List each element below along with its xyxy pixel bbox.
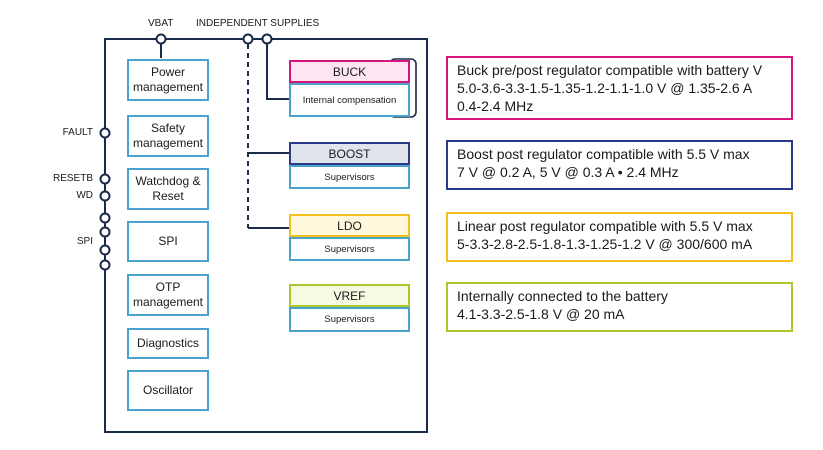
ldo-header: LDO [289,214,410,237]
ldo-desc-line1: Linear post regulator compatible with 5.… [457,218,753,234]
vref-desc-line1: Internally connected to the battery [457,288,668,304]
wd-terminal [99,190,111,202]
buck-header: BUCK [289,60,410,83]
boost-desc-line2: 7 V @ 0.2 A, 5 V @ 0.3 A • 2.4 MHz [457,164,679,180]
ldo-description: Linear post regulator compatible with 5.… [446,212,793,262]
diagnostics-block: Diagnostics [127,328,209,359]
resetb-pin-label: RESETB [52,173,93,184]
power-management-block: Power management [127,59,209,101]
independent-supplies-label: INDEPENDENT SUPPLIES [196,18,320,29]
supply-terminal-1 [242,33,254,45]
boost-regulator: BOOST Supervisors [289,142,410,189]
vref-header: VREF [289,284,410,307]
safety-management-block: Safety management [127,115,209,157]
boost-header: BOOST [289,142,410,165]
spi-terminal-2 [99,226,111,238]
vbat-label: VBAT [148,18,174,29]
buck-description: Buck pre/post regulator compatible with … [446,56,793,120]
fault-pin-label: FAULT [62,127,93,138]
buck-desc-line3: 0.4-2.4 MHz [457,98,534,114]
buck-regulator: BUCK Internal compensation [289,60,410,117]
vref-desc-line2: 4.1-3.3-2.5-1.8 V @ 20 mA [457,306,625,322]
vref-regulator: VREF Supervisors [289,284,410,332]
spi-terminal-1 [99,212,111,224]
otp-management-block: OTP management [127,274,209,316]
fault-terminal [99,127,111,139]
ldo-regulator: LDO Supervisors [289,214,410,261]
boost-description: Boost post regulator compatible with 5.5… [446,140,793,190]
ldo-subtitle: Supervisors [291,237,408,259]
resetb-terminal [99,173,111,185]
oscillator-block: Oscillator [127,370,209,411]
buck-subtitle: Internal compensation [291,83,408,115]
spi-terminal-3 [99,244,111,256]
vref-description: Internally connected to the battery 4.1-… [446,282,793,332]
watchdog-reset-block: Watchdog & Reset [127,168,209,210]
buck-desc-line1: Buck pre/post regulator compatible with … [457,62,763,78]
buck-feed [266,44,289,100]
spi-block: SPI [127,221,209,262]
vbat-terminal [155,33,167,45]
boost-subtitle: Supervisors [291,165,408,187]
spi-terminal-4 [99,259,111,271]
buck-desc-line2: 5.0-3.6-3.3-1.5-1.35-1.2-1.1-1.0 V @ 1.3… [457,80,753,96]
ldo-desc-line2: 5-3.3-2.8-2.5-1.8-1.3-1.25-1.2 V @ 300/6… [457,236,753,252]
wd-pin-label: WD [76,190,93,201]
boost-desc-line1: Boost post regulator compatible with 5.5… [457,146,750,162]
vref-subtitle: Supervisors [291,307,408,330]
spi-pin-label: SPI [76,236,93,247]
supply-terminal-2 [261,33,273,45]
